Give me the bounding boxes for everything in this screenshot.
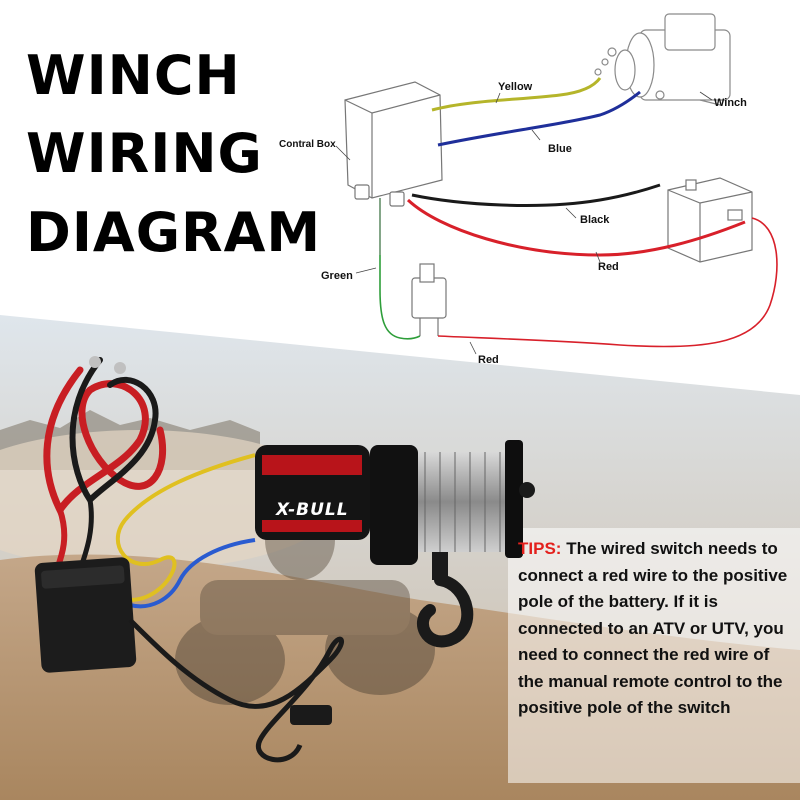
blue-motor-wire: [129, 538, 256, 609]
green-wire: [379, 198, 421, 340]
tips-body: The wired switch needs to connect a red …: [518, 539, 788, 717]
label-blue: Blue: [548, 143, 572, 155]
tips-backdrop: [508, 528, 800, 783]
label-control-box: Contral Box: [279, 139, 336, 150]
remote-cable: [128, 618, 345, 763]
label-red-battery: Red: [598, 261, 619, 273]
yellow-wire: [431, 77, 602, 112]
control-box-photo: [34, 557, 137, 673]
battery-drawing: [667, 177, 753, 263]
title-line-2: WIRING: [26, 122, 263, 185]
winch-brand-label: X-BULL: [276, 500, 349, 520]
control-box-drawing: [344, 81, 443, 207]
leader-red-battery: [595, 251, 601, 263]
leader-black: [565, 207, 577, 219]
dust-cloud: [0, 430, 340, 570]
title-line-3: DIAGRAM: [26, 201, 322, 264]
leader-control-box: [335, 145, 351, 161]
label-red-switch: Red: [478, 354, 499, 366]
remote-switch: [290, 705, 332, 725]
tips-heading: TIPS:: [518, 539, 562, 558]
label-black: Black: [580, 214, 610, 226]
leader-red-switch: [469, 341, 477, 355]
label-green: Green: [321, 270, 353, 282]
winch-motor-drawing: [594, 13, 731, 106]
yellow-motor-wire: [115, 453, 256, 602]
red-wire-battery: [406, 198, 746, 257]
red-power-cables: [43, 356, 167, 578]
label-winch: Winch: [714, 97, 747, 109]
leader-yellow: [495, 92, 501, 104]
blue-wire: [437, 90, 641, 147]
title-line-1: WINCH: [26, 44, 241, 107]
red-wire-switch: [437, 217, 778, 348]
winch-photo: [255, 440, 535, 648]
switch-drawing: [411, 263, 447, 336]
black-wire: [411, 183, 661, 207]
tips-text: TIPS: The wired switch needs to connect …: [518, 536, 788, 722]
label-yellow: Yellow: [498, 81, 533, 93]
leader-winch: [699, 91, 713, 101]
leader-green: [355, 267, 377, 274]
leader-blue: [531, 129, 541, 141]
